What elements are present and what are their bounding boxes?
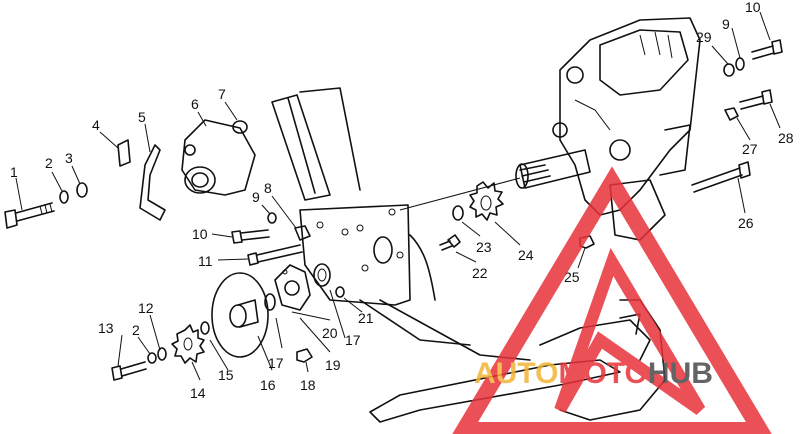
- bolt-13: [111, 347, 167, 381]
- nut-18: [296, 348, 313, 363]
- seal-17: [313, 263, 331, 287]
- callout-8: 8: [264, 180, 272, 196]
- callout-10-right: 10: [745, 0, 761, 15]
- leader-lines: [15, 11, 781, 381]
- washer-9-left: [267, 212, 277, 224]
- bolt-10-left: [231, 229, 270, 244]
- callout-27: 27: [742, 141, 758, 157]
- sprocket-14: [171, 321, 210, 364]
- callout-5: 5: [138, 109, 146, 125]
- callout-13: 13: [98, 320, 114, 336]
- bolt-11: [247, 244, 303, 266]
- callout-3: 3: [65, 150, 73, 166]
- brake-disc: [211, 272, 276, 358]
- callout-2: 2: [45, 155, 53, 171]
- callout-9-right: 9: [722, 16, 730, 32]
- callout-18: 18: [300, 377, 316, 393]
- callout-7: 7: [218, 86, 226, 102]
- nut-8: [294, 225, 311, 241]
- watermark-triangle-inner: [554, 247, 706, 415]
- callout-16: 16: [260, 377, 276, 393]
- callout-6: 6: [191, 96, 199, 112]
- callout-labels: 1 2 3 4 5 6 7 8 9 9 10 10 11 12 13 2 14 …: [10, 0, 794, 401]
- watermark-hub: HUB: [648, 357, 713, 390]
- callout-20: 20: [322, 325, 338, 341]
- nut-27: [724, 107, 739, 121]
- callout-14: 14: [190, 385, 206, 401]
- washer-29: [723, 63, 735, 77]
- bolt-26: [691, 161, 751, 193]
- bearing-plate: [274, 264, 311, 311]
- output-shaft: [399, 149, 591, 211]
- callout-9: 9: [252, 189, 260, 205]
- callout-17: 17: [268, 355, 284, 371]
- bolt-10-right: [751, 39, 783, 60]
- bolt-28: [739, 89, 773, 110]
- callout-26: 26: [738, 215, 754, 231]
- frame-structure: [271, 87, 666, 421]
- watermark-triangle-outer: [452, 166, 772, 434]
- watermark-logo: AUTOMOTOHUB: [452, 166, 772, 434]
- callout-29: 29: [696, 29, 712, 45]
- seal-ring: [373, 236, 393, 264]
- washer-9-right: [735, 57, 745, 71]
- callout-2-lower: 2: [132, 322, 140, 338]
- bearing-housing: [181, 119, 256, 196]
- callout-28: 28: [778, 130, 794, 146]
- callout-17-right: 17: [345, 332, 361, 348]
- callout-25: 25: [564, 269, 580, 285]
- washer-23: [452, 205, 464, 221]
- shim-plate: [117, 139, 131, 167]
- callout-22: 22: [472, 265, 488, 281]
- callout-10: 10: [192, 226, 208, 242]
- sprocket-24: [469, 181, 504, 221]
- callout-4: 4: [92, 117, 100, 133]
- watermark-moto: MOTO: [558, 357, 647, 390]
- callout-11: 11: [198, 253, 213, 269]
- callout-15: 15: [218, 367, 234, 383]
- callout-23: 23: [476, 239, 492, 255]
- callout-19: 19: [325, 357, 341, 373]
- bracket: [139, 144, 166, 221]
- watermark-text: AUTOMOTOHUB: [474, 357, 713, 390]
- bolt-1: [4, 182, 88, 229]
- engine-gearbox-housing: [552, 17, 701, 241]
- callout-12: 12: [138, 300, 154, 316]
- callout-21: 21: [358, 310, 374, 326]
- watermark-auto: AUTO: [474, 357, 558, 390]
- callout-24: 24: [518, 247, 534, 263]
- callout-1: 1: [10, 164, 18, 180]
- bushing-21: [335, 286, 345, 298]
- bolt-22: [439, 234, 461, 251]
